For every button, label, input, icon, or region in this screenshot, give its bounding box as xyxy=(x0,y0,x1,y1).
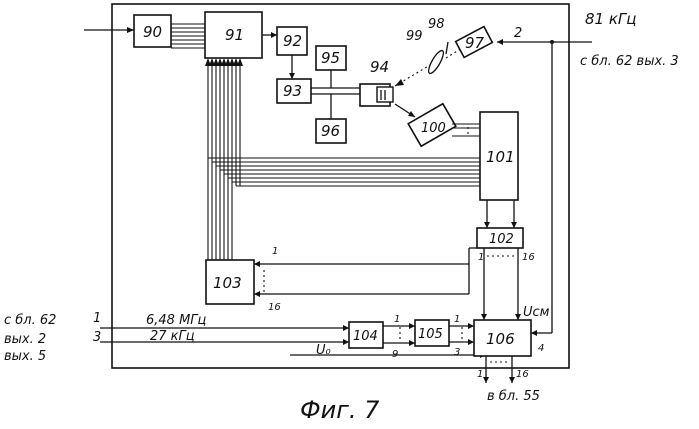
camera-94 xyxy=(360,84,393,106)
label-90: 90 xyxy=(143,23,162,41)
label-n1-102: 1 xyxy=(478,252,484,263)
label-95: 95 xyxy=(321,49,340,67)
label-100: 100 xyxy=(421,121,446,136)
label-n16-out: 16 xyxy=(516,369,529,380)
label-from-62-3: с бл. 62 вых. 3 xyxy=(580,54,679,69)
label-103: 103 xyxy=(213,274,242,292)
label-93: 93 xyxy=(283,82,302,100)
label-ucm: Uсм xyxy=(523,305,550,320)
bus-into-91 xyxy=(205,58,243,260)
label-n16-102: 16 xyxy=(522,252,535,263)
label-96: 96 xyxy=(321,122,340,140)
label-in-2: 2 xyxy=(514,26,522,41)
label-91: 91 xyxy=(225,26,244,44)
label-106: 106 xyxy=(486,330,515,348)
label-n9-104: 9 xyxy=(392,349,398,360)
label-n1-103: 1 xyxy=(272,246,278,257)
label-out-5: вых. 5 xyxy=(4,349,46,364)
label-out-2: вых. 2 xyxy=(4,332,46,347)
figure-caption: Фиг. 7 xyxy=(300,396,380,424)
label-n3-left: 3 xyxy=(93,330,101,345)
label-freq-27: 27 кГц xyxy=(150,329,195,344)
label-freq-648: 6,48 МГц xyxy=(146,313,207,328)
label-n16-103: 16 xyxy=(268,302,281,313)
label-105: 105 xyxy=(418,327,443,342)
label-freq-81: 81 кГц xyxy=(585,10,636,28)
lens-99 xyxy=(426,49,446,76)
label-n1-out: 1 xyxy=(477,369,483,380)
label-n4-106: 4 xyxy=(538,343,544,354)
label-104: 104 xyxy=(353,329,378,344)
label-n1-104: 1 xyxy=(394,314,400,325)
label-97: 97 xyxy=(465,34,485,52)
label-from-62: с бл. 62 xyxy=(4,313,56,328)
bus-90-91 xyxy=(171,24,205,48)
label-n3-105: 3 xyxy=(454,347,460,358)
label-102: 102 xyxy=(489,232,514,247)
label-to-55: в бл. 55 xyxy=(487,389,540,404)
label-101: 101 xyxy=(486,148,515,166)
bus-101-91 xyxy=(208,158,480,186)
label-98: 98 xyxy=(428,17,445,32)
label-n1-left: 1 xyxy=(93,311,101,326)
label-u0: U₀ xyxy=(316,343,332,358)
label-92: 92 xyxy=(283,32,302,50)
label-n1-105: 1 xyxy=(454,314,460,325)
label-94: 94 xyxy=(370,58,389,76)
label-99: 99 xyxy=(406,29,423,44)
